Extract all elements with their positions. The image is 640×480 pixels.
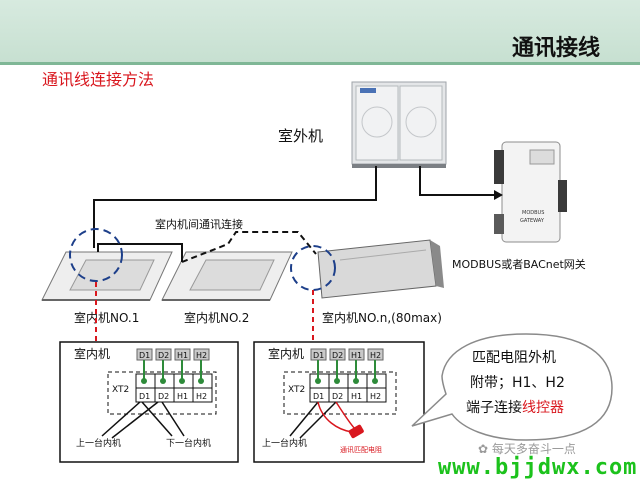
panel-1-block-label: XT2 (112, 385, 129, 395)
panel-1-bot-d2: D2 (158, 392, 169, 401)
terminal-panel-1 (59, 341, 239, 463)
gateway-device-text-1: MODBUS (522, 210, 544, 216)
callout-line-3-highlight: 线控器 (522, 400, 564, 416)
panel-1-left-note: 上一台内机 (76, 437, 121, 449)
indoor-link-label: 室内机间通讯连接 (155, 217, 243, 231)
site-watermark: www.bjjdwx.com (438, 455, 638, 480)
panel-2-bot-h1: H1 (351, 392, 362, 401)
panel-2-bot-d1: D1 (313, 392, 324, 401)
panel-1-title: 室内机 (74, 346, 110, 361)
indoor-unit-n-label: 室内机NO.n,(80max) (322, 310, 442, 325)
highlight-circle-2 (290, 245, 336, 291)
callout-line-3: 端子连接线控器 (466, 399, 564, 416)
panel-2-block-label: XT2 (288, 385, 305, 395)
indoor-unit-n-icon (317, 239, 444, 299)
indoor-unit-1-icon (41, 251, 173, 301)
panel-2-top-h2: H2 (370, 351, 381, 360)
indoor-link-dashed (181, 231, 317, 263)
page-title: 通讯接线 (511, 36, 600, 61)
panel-2-top-h1: H1 (351, 351, 362, 360)
panel-2-resistor-note: 通讯匹配电阻 (340, 445, 382, 454)
panel-1-top-h2: H2 (196, 351, 207, 360)
terminal-panel-2 (253, 341, 425, 463)
gateway-device-icon (494, 141, 567, 243)
gateway-label: MODBUS或者BACnet网关 (452, 257, 586, 271)
gateway-device-text-2: GATEWAY (520, 218, 545, 224)
section-heading: 通讯线连接方法 (42, 70, 155, 89)
wechat-tag: ✿ 每天多奋斗一点 (478, 440, 576, 457)
wechat-tag-text: 每天多奋斗一点 (491, 442, 576, 456)
panel-2-top-d1: D1 (313, 351, 324, 360)
panel-1-top-d1: D1 (139, 351, 150, 360)
highlight-circle-1 (69, 228, 123, 282)
wechat-icon: ✿ (478, 442, 492, 456)
panel-2-left-note: 上一台内机 (262, 437, 307, 449)
header-divider (0, 62, 640, 65)
panel-1-bot-h2: H2 (196, 392, 207, 401)
panel-2-title: 室内机 (268, 346, 304, 361)
callout-line-3-prefix: 端子连接 (466, 399, 522, 416)
callout-bubble (411, 333, 613, 441)
callout-line-1: 匹配电阻外机 (472, 350, 556, 366)
indoor-unit-2-icon (161, 251, 293, 301)
main-comm-wire (93, 166, 377, 248)
outdoor-unit-icon (351, 81, 447, 168)
indoor-unit-1-label: 室内机NO.1 (74, 310, 139, 325)
panel-2-bot-d2: D2 (332, 392, 343, 401)
panel-1-top-d2: D2 (158, 351, 169, 360)
panel-1-top-h1: H1 (177, 351, 188, 360)
callout-line-2: 附带；H1、H2 (470, 375, 565, 391)
indoor-link-wire (97, 243, 183, 262)
panel-1-right-note: 下一台内机 (166, 437, 211, 449)
panel-2-bot-h2: H2 (370, 392, 381, 401)
panel-1-bot-d1: D1 (139, 392, 150, 401)
outdoor-unit-label: 室外机 (278, 127, 323, 145)
header-bar (0, 0, 640, 62)
panel-2-top-d2: D2 (332, 351, 343, 360)
gateway-wire-arrow (494, 190, 503, 200)
gateway-wire (419, 166, 494, 196)
panel-1-bot-h1: H1 (177, 392, 188, 401)
indoor-unit-2-label: 室内机NO.2 (184, 310, 249, 325)
